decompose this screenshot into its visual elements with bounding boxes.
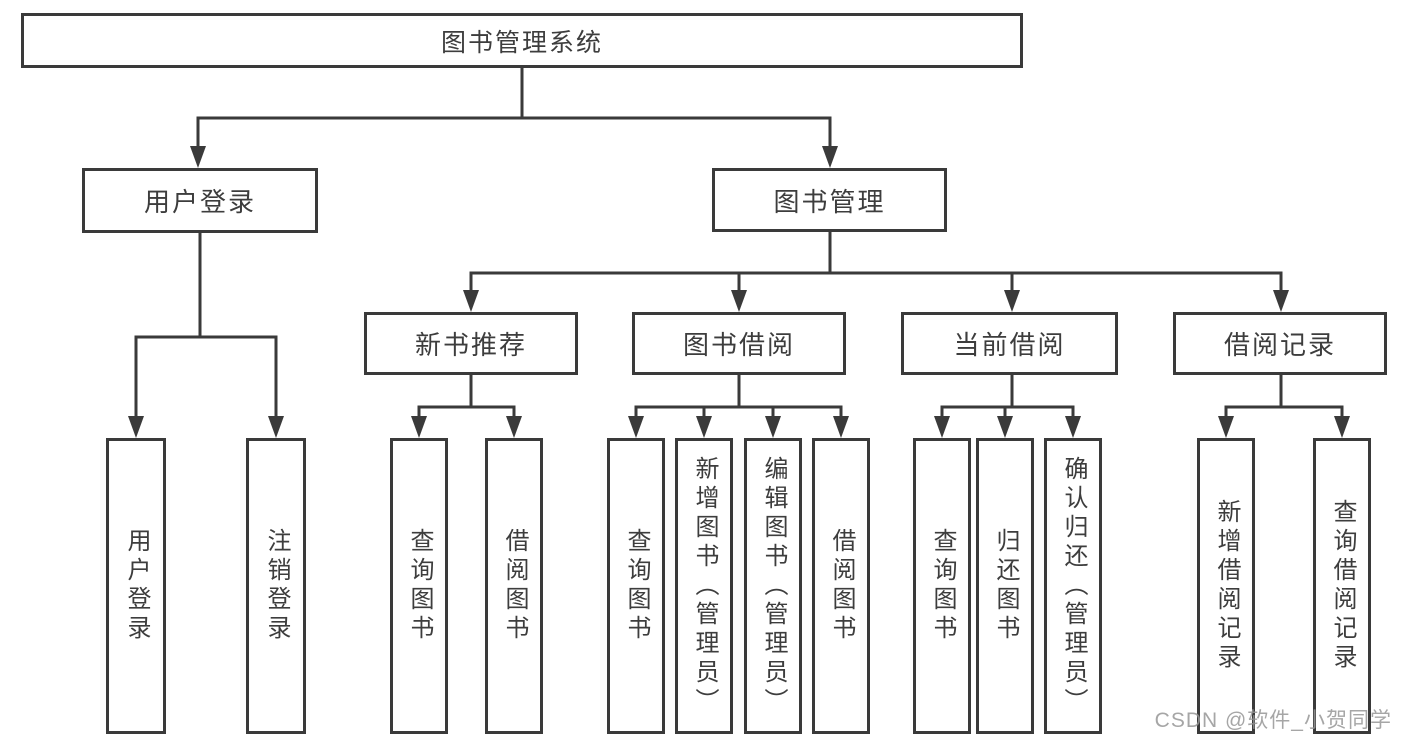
leaf-logout: 注销登录 <box>246 438 306 734</box>
node-current-borrow-label: 当前借阅 <box>953 330 1066 360</box>
leaf-logout-label: 注销登录 <box>263 528 290 644</box>
edge-borrow-records-to-leaves <box>1218 375 1350 438</box>
leaf-newbook-borrow: 借阅图书 <box>485 438 543 734</box>
leaf-current-confirm-admin-label: 确认归还（管理员） <box>1060 455 1087 717</box>
node-user-login: 用户登录 <box>82 168 318 233</box>
leaf-user-login-label: 用户登录 <box>123 528 150 644</box>
node-new-book-recommend-label: 新书推荐 <box>414 330 527 360</box>
edge-root-to-level1 <box>190 68 838 168</box>
leaf-records-add-label: 新增借阅记录 <box>1213 499 1240 673</box>
edge-current-borrow-to-leaves <box>934 375 1081 438</box>
node-book-management-label: 图书管理 <box>773 186 886 217</box>
leaf-records-query-label: 查询借阅记录 <box>1329 499 1356 673</box>
node-book-borrow-label: 图书借阅 <box>682 330 795 360</box>
leaf-borrow-edit-admin-label: 编辑图书（管理员） <box>760 455 787 717</box>
leaf-current-confirm-admin: 确认归还（管理员） <box>1044 438 1102 734</box>
leaf-borrow-book: 借阅图书 <box>812 438 870 734</box>
leaf-borrow-query: 查询图书 <box>607 438 665 734</box>
edge-book-management-to-level2 <box>463 232 1289 312</box>
node-user-login-label: 用户登录 <box>143 187 256 217</box>
node-book-borrow: 图书借阅 <box>632 312 846 375</box>
edge-book-borrow-to-leaves <box>628 375 849 438</box>
node-new-book-recommend: 新书推荐 <box>364 312 578 375</box>
leaf-newbook-borrow-label: 借阅图书 <box>501 528 528 644</box>
node-borrow-records: 借阅记录 <box>1173 312 1387 375</box>
node-root-label: 图书管理系统 <box>440 28 603 57</box>
leaf-newbook-query: 查询图书 <box>390 438 448 734</box>
node-book-management: 图书管理 <box>712 168 947 232</box>
leaf-records-query: 查询借阅记录 <box>1313 438 1371 734</box>
leaf-newbook-query-label: 查询图书 <box>406 528 433 644</box>
leaf-borrow-add-admin-label: 新增图书（管理员） <box>691 455 718 717</box>
node-borrow-records-label: 借阅记录 <box>1223 330 1336 360</box>
edge-new-book-to-leaves <box>411 375 522 438</box>
leaf-borrow-query-label: 查询图书 <box>623 528 650 644</box>
leaf-user-login: 用户登录 <box>106 438 166 734</box>
leaf-current-return-label: 归还图书 <box>992 528 1019 644</box>
node-current-borrow: 当前借阅 <box>901 312 1118 375</box>
leaf-current-query-label: 查询图书 <box>929 528 956 644</box>
node-root: 图书管理系统 <box>21 13 1023 68</box>
leaf-borrow-book-label: 借阅图书 <box>828 528 855 644</box>
leaf-borrow-add-admin: 新增图书（管理员） <box>675 438 733 734</box>
leaf-current-query: 查询图书 <box>913 438 971 734</box>
leaf-borrow-edit-admin: 编辑图书（管理员） <box>744 438 802 734</box>
leaf-current-return: 归还图书 <box>976 438 1034 734</box>
leaf-records-add: 新增借阅记录 <box>1197 438 1255 734</box>
edge-user-login-to-leaves <box>128 233 284 438</box>
csdn-watermark: CSDN @软件_小贺同学 <box>1154 709 1392 732</box>
